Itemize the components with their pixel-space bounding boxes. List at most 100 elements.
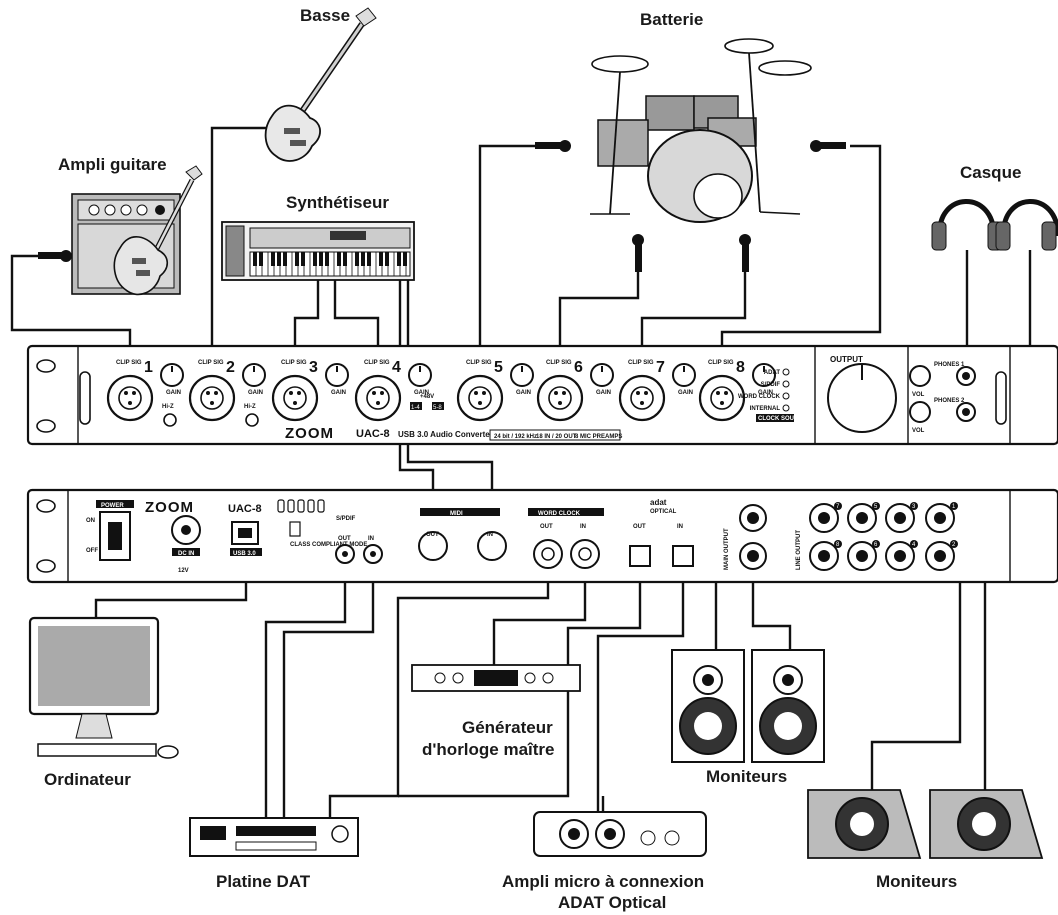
synth-black-key — [271, 252, 275, 266]
gain-label-4: GAIN — [414, 390, 429, 396]
bass-guitar — [264, 7, 377, 162]
line-output-number-5: 5 — [874, 504, 878, 510]
line-output-jack-center — [818, 512, 830, 524]
dat-label: Platine DAT — [216, 872, 311, 891]
synth-black-key — [283, 252, 287, 266]
large-monitors — [807, 789, 1044, 859]
phones-2-label: PHONES 2 — [934, 398, 965, 404]
headphones-label: Casque — [960, 163, 1022, 182]
line-output-number-badge — [910, 540, 918, 548]
gain-knob-7[interactable] — [672, 363, 696, 387]
spec-boxes: 24 bit / 192 kHz 18 IN / 20 OUT 8 MIC PR… — [489, 429, 622, 441]
gain-knob-4[interactable] — [408, 363, 432, 387]
xlr-pin — [289, 391, 293, 395]
xlr-pin — [640, 401, 644, 405]
clip-sig-label-5: CLIP SIG — [466, 360, 492, 366]
synth-black-key — [313, 252, 317, 266]
gain-knob-2[interactable] — [242, 363, 266, 387]
phones-2-vol-label: VOL — [912, 428, 925, 434]
synth-black-key — [403, 252, 407, 266]
small-monitors-label: Moniteurs — [706, 767, 788, 786]
guitar-amp-label: Ampli guitare — [58, 155, 167, 174]
xlr-pin — [380, 391, 384, 395]
gain-knob-5[interactable] — [510, 363, 534, 387]
small-monitors — [671, 649, 825, 763]
line-output-number-7: 7 — [836, 504, 840, 510]
synth-black-key — [277, 252, 281, 266]
synth-black-key — [301, 252, 305, 266]
cable-drum-kick — [558, 272, 640, 385]
xlr-pin — [720, 401, 724, 405]
line-output-number-badge — [872, 540, 880, 548]
cable-spdif-in — [282, 560, 375, 818]
clock-generator-label-2: d'horloge maître — [422, 740, 555, 759]
channel-number-3: 3 — [309, 359, 318, 376]
rear-brand: ZOOM — [145, 499, 194, 516]
guitar-amp-mic — [38, 250, 72, 262]
gain-label-7: GAIN — [678, 390, 693, 396]
output-label: OUTPUT — [830, 355, 863, 364]
line-output-number-badge — [950, 502, 958, 510]
line-output-jack-center — [934, 550, 946, 562]
power-label: POWER — [101, 503, 124, 509]
gain-label-8: GAIN — [758, 390, 773, 396]
hi-z-switch-1[interactable] — [163, 413, 177, 427]
synth-black-key — [253, 252, 257, 266]
synth-black-key — [337, 252, 341, 266]
combo-jack-inner-1 — [118, 386, 142, 410]
drum-kit — [590, 38, 812, 223]
phones-1-label: PHONES 1 — [934, 362, 965, 368]
spdif-in-label: IN — [368, 536, 374, 542]
channel-number-7: 7 — [656, 359, 665, 376]
combo-jack-inner-2 — [200, 386, 224, 410]
clock-source-section: ADAT S/PDIF WORD CLOCK INTERNAL CLOCK SO… — [738, 368, 807, 422]
clock-spdif: S/PDIF — [761, 382, 781, 388]
gain-label-6: GAIN — [596, 390, 611, 396]
combo-jack-inner-7 — [630, 386, 654, 410]
line-output-jack-center — [856, 550, 868, 562]
master-clock-generator — [411, 664, 581, 692]
gain-knob-6[interactable] — [590, 363, 614, 387]
line-output-number-badge — [950, 540, 958, 548]
gain-knob-3[interactable] — [325, 363, 349, 387]
cable-bass — [210, 126, 268, 385]
channel-number-4: 4 — [392, 359, 401, 376]
line-output-number-badge — [872, 502, 880, 510]
spdif-out-label: OUT — [338, 536, 351, 542]
clip-sig-label-1: CLIP SIG — [116, 360, 142, 366]
line-output-number-badge — [834, 540, 842, 548]
bass-label: Basse — [300, 6, 351, 25]
line-output-jack-center — [894, 550, 906, 562]
rear-panel: POWER ON OFF DC IN 12V ZOOM UAC-8 USB 3.… — [26, 488, 1058, 584]
cable-adat-in-b — [596, 568, 685, 818]
combo-jack-inner-6 — [548, 386, 572, 410]
hi-z-switch-2[interactable] — [245, 413, 259, 427]
word-clock-label: WORD CLOCK — [538, 511, 581, 517]
line-output-number-1: 1 — [952, 504, 956, 510]
synth-black-key — [367, 252, 371, 266]
line-output-number-3: 3 — [912, 504, 916, 510]
front-subtitle: USB 3.0 Audio Converter — [398, 430, 493, 439]
xlr-pin — [124, 391, 128, 395]
line-output-label: LINE OUTPUT — [796, 530, 802, 570]
cable-main-right — [751, 565, 792, 650]
synth-black-key — [319, 252, 323, 266]
combo-jack-inner-4 — [366, 386, 390, 410]
synth-black-key — [295, 252, 299, 266]
gain-knob-1[interactable] — [160, 363, 184, 387]
clip-sig-label-2: CLIP SIG — [198, 360, 224, 366]
xlr-pin — [372, 391, 376, 395]
line-output-number-8: 8 — [836, 542, 840, 548]
xlr-pin — [128, 401, 132, 405]
computer — [28, 616, 179, 759]
line-output-jack-center — [894, 512, 906, 524]
main-output-label: MAIN OUTPUT — [724, 528, 730, 570]
xlr-pin — [214, 391, 218, 395]
gain-knob-8[interactable] — [752, 363, 776, 387]
line-output-number-6: 6 — [874, 542, 878, 548]
cable-spdif-out — [264, 560, 347, 818]
